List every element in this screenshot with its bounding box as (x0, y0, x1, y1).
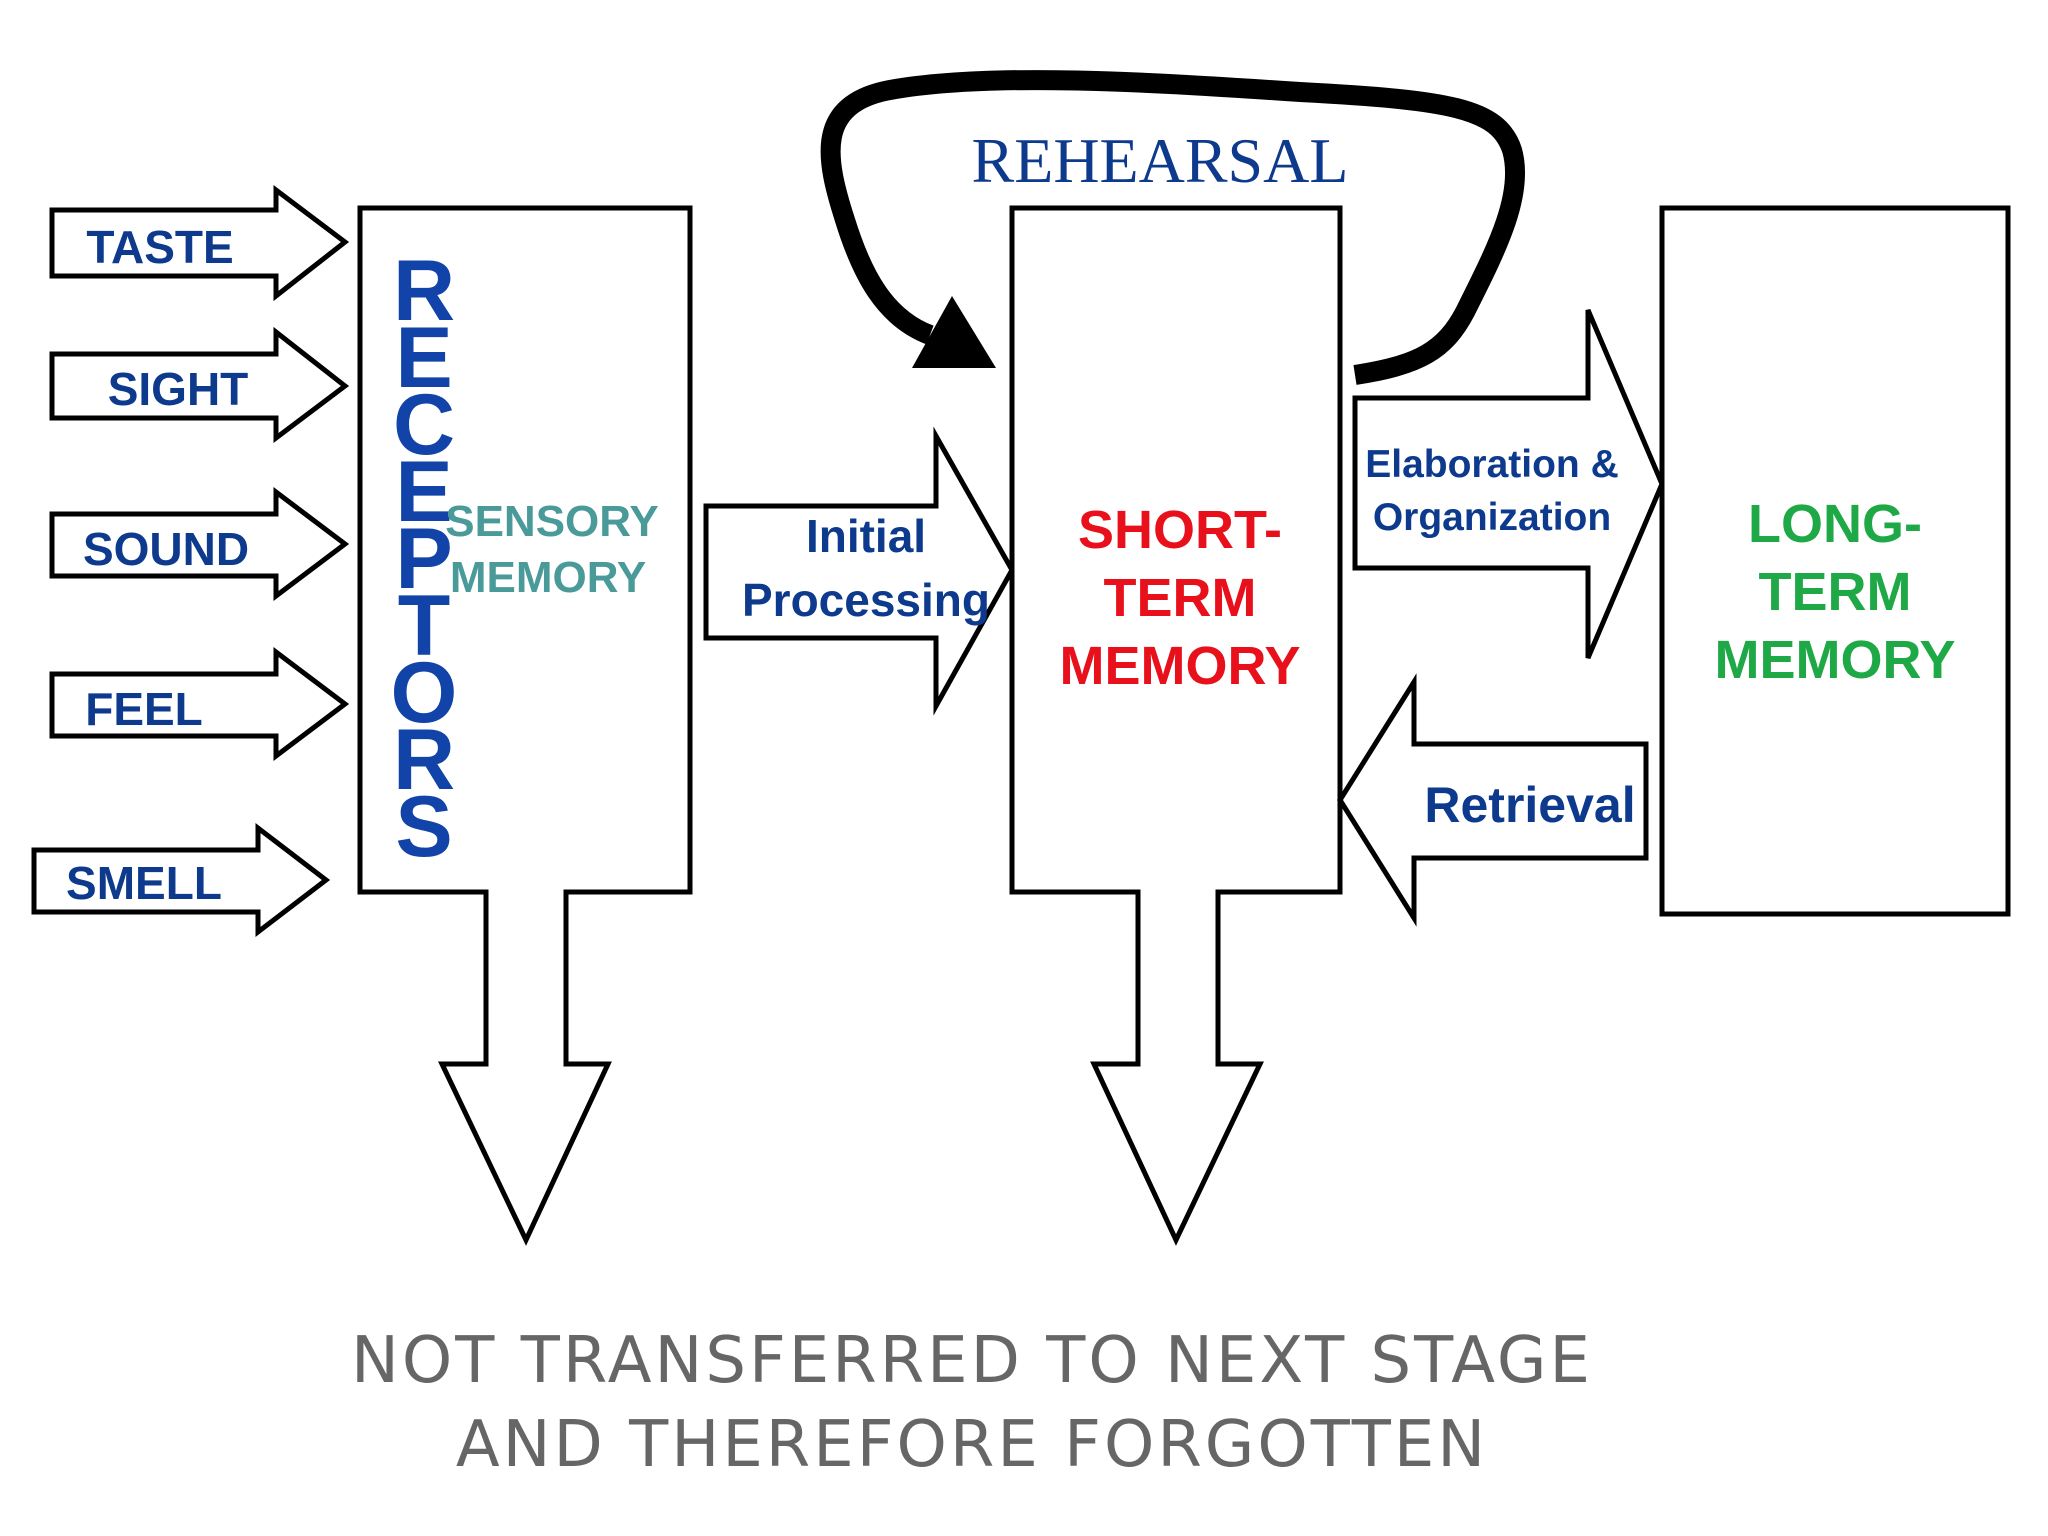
receptors-letter: E (395, 310, 452, 406)
input-label-sight: SIGHT (108, 363, 249, 415)
sensory-memory-line1: SENSORY (445, 497, 659, 546)
feel-arrow (49, 646, 350, 762)
receptors-letter: R (393, 712, 455, 808)
long-term-memory-line3: MEMORY (1715, 630, 1956, 690)
short-term-memory-box (1009, 205, 1343, 1246)
elaboration-arrow (1352, 309, 1665, 659)
long-term-memory-line1: LONG- (1748, 494, 1922, 554)
receptors-letter: P (395, 511, 452, 607)
footer-line2: AND THEREFORE FORGOTTEN (456, 1408, 1488, 1482)
rehearsal-loop-arrow (820, 70, 1526, 385)
retrieval-label: Retrieval (1424, 777, 1635, 833)
receptors-letter: C (393, 377, 455, 473)
receptors-letter: O (391, 645, 458, 741)
elaboration-line1: Elaboration & (1365, 443, 1619, 486)
input-label-taste: TASTE (86, 221, 233, 273)
short-term-memory-line2: TERM (1104, 568, 1257, 628)
short-term-memory-line3: MEMORY (1060, 636, 1301, 696)
receptors-letter: S (395, 779, 452, 875)
input-arrows (31, 184, 350, 938)
retrieval-arrow (1337, 673, 1649, 927)
rehearsal-label: REHEARSAL (972, 125, 1349, 196)
sound-arrow (49, 486, 350, 602)
receptors-letter: R (393, 243, 455, 339)
long-term-memory-box (1659, 205, 2011, 917)
initial-processing-line1: Initial (806, 510, 926, 562)
receptors-letter: E (395, 444, 452, 540)
input-label-feel: FEEL (85, 683, 203, 735)
smell-arrow (31, 822, 331, 938)
footer-line1: NOT TRANSFERRED TO NEXT STAGE (351, 1324, 1593, 1398)
receptors-letter: T (398, 578, 451, 674)
sight-arrow (49, 326, 350, 444)
taste-arrow (49, 184, 350, 302)
input-label-sound: SOUND (83, 523, 249, 575)
input-label-smell: SMELL (66, 857, 222, 909)
sensory-memory-line2: MEMORY (450, 553, 646, 602)
sensory-memory-box (357, 205, 693, 1246)
rehearsal-arrowhead (912, 296, 996, 368)
short-term-memory-line1: SHORT- (1078, 500, 1282, 560)
elaboration-line2: Organization (1373, 496, 1611, 539)
initial-processing-line2: Processing (742, 574, 990, 626)
long-term-memory-line2: TERM (1759, 562, 1912, 622)
initial-processing-arrow (703, 426, 1015, 716)
